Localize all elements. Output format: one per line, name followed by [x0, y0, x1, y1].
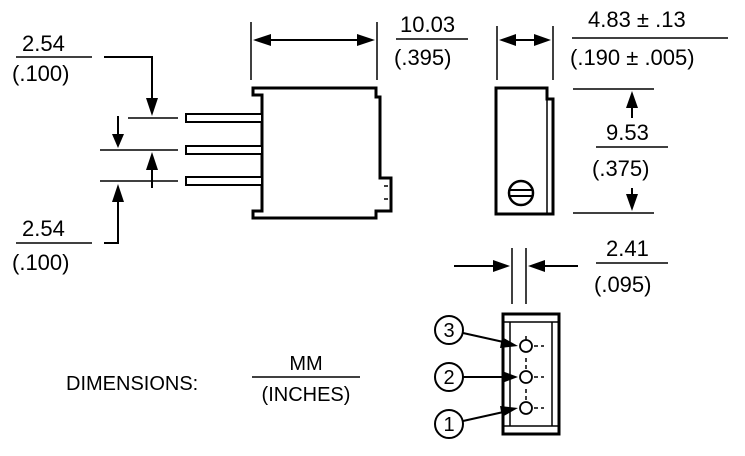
body-height-inches: (.375): [592, 156, 649, 181]
svg-text:1: 1: [443, 414, 454, 436]
side-view-body: [251, 86, 393, 220]
legend-numerator: MM: [289, 353, 322, 375]
pin-callout-2: 2: [434, 362, 518, 392]
pin-hole-2: [519, 358, 544, 384]
end-view-body: [494, 86, 555, 216]
pin-lead-bottom: [185, 176, 263, 186]
pin-spacing-bottom-mm: 2.54: [22, 216, 65, 241]
dimensions-legend: DIMENSIONS: MM (INCHES): [66, 353, 360, 406]
pin-hole-1: [519, 389, 544, 415]
pin-spacing-bottom-inches: (.100): [12, 250, 69, 275]
pin-callout-1: 1: [434, 406, 518, 439]
body-height-dimension: 9.53 (.375): [573, 88, 668, 214]
legend-denominator: (INCHES): [262, 384, 351, 406]
adjustment-screw-icon: [507, 179, 535, 207]
pin-callout-3: 3: [434, 315, 518, 348]
svg-text:3: 3: [443, 320, 454, 342]
pin-spacing-top-dimension: 2.54 (.100): [12, 31, 92, 86]
body-width-mm: 4.83 ± .13: [588, 7, 686, 32]
pin-lead-middle: [185, 145, 263, 155]
body-width-inches: (.190 ± .005): [570, 45, 695, 70]
pin-spacing-top-inches: (.100): [12, 61, 69, 86]
body-length-inches: (.395): [394, 45, 451, 70]
svg-text:2: 2: [443, 367, 454, 389]
pin-hole-3: [519, 336, 544, 353]
body-length-dimension: 10.03 (.395): [250, 12, 468, 80]
end-view: [494, 86, 555, 216]
bottom-view: 3 2 1: [434, 312, 561, 439]
pin-spacing-bottom-dimension: 2.54 (.100): [12, 216, 92, 275]
pin-row-offset-dimension: 2.41 (.095): [454, 236, 668, 304]
side-view: [100, 56, 393, 244]
pin-spacing-top-mm: 2.54: [22, 31, 65, 56]
legend-label: DIMENSIONS:: [66, 373, 198, 395]
side-view-pins: [185, 113, 263, 186]
body-width-dimension: 4.83 ± .13 (.190 ± .005): [496, 7, 728, 80]
body-length-mm: 10.03: [400, 12, 455, 37]
pin-row-offset-mm: 2.41: [606, 236, 649, 261]
pin-lead-top: [185, 113, 263, 123]
body-height-mm: 9.53: [606, 120, 649, 145]
pin-row-offset-inches: (.095): [594, 272, 651, 297]
